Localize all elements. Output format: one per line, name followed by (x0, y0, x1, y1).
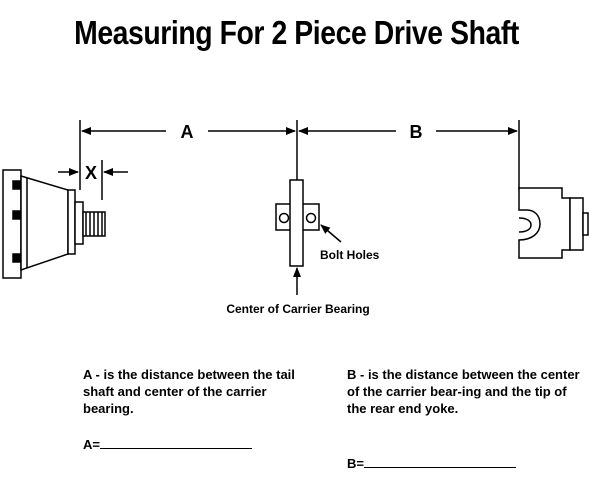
dimension-b: B (298, 122, 518, 142)
bolt-holes-label: Bolt Holes (320, 248, 380, 262)
bolt-hole-left (278, 212, 290, 224)
dimension-a-label: A (181, 122, 194, 142)
dimension-x-label: X (85, 163, 97, 183)
bolt-holes-arrow (320, 224, 342, 243)
bolt-hole-right (305, 212, 317, 224)
dimension-a: A (81, 122, 296, 142)
field-b-label: B= (347, 456, 364, 471)
dimension-b-label: B (410, 122, 423, 142)
field-a-label: A= (83, 437, 100, 452)
note-dimension-b: B - is the distance between the center o… (347, 367, 580, 416)
page-title: Measuring For 2 Piece Drive Shaft (74, 14, 519, 51)
field-b: B= (347, 455, 516, 471)
carrier-center-label: Center of Carrier Bearing (226, 302, 369, 316)
dimension-x: X (58, 160, 128, 200)
rear-end-yoke (518, 187, 589, 259)
carrier-bearing (275, 179, 320, 267)
field-a-blank[interactable] (99, 436, 252, 449)
field-a: A= (83, 436, 252, 452)
field-b-blank[interactable] (363, 455, 516, 468)
note-dimension-a: A - is the distance between the tail sha… (83, 367, 295, 416)
transmission-tail-shaft (2, 169, 106, 279)
